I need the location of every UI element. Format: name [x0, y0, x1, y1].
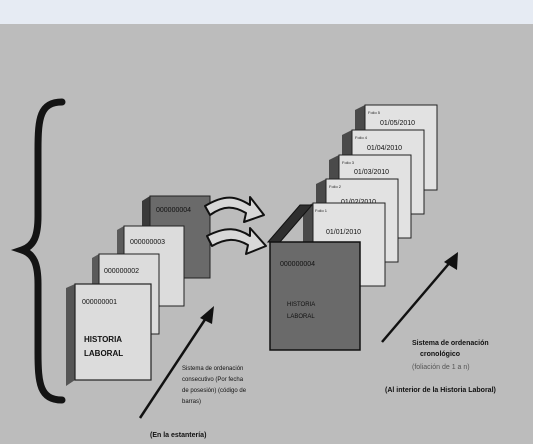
left-card-title-line-2: LABORAL: [84, 349, 123, 358]
upper-curved-arrow: [204, 196, 265, 223]
right-sheet-1-date: 01/01/2010: [326, 229, 361, 236]
right-folder-title-line-1: HISTORIA: [287, 302, 315, 308]
left-card-3-code: 000000003: [130, 239, 165, 246]
lower-curved-arrow: [206, 227, 267, 255]
right-caption-title-line-1: Sistema de ordenación: [412, 340, 489, 347]
right-sheet-3-tab: Folio 3: [342, 160, 355, 165]
right-sheet-4-date: 01/04/2010: [367, 145, 402, 152]
left-caption-line-1: Sistema de ordenación: [182, 366, 243, 372]
left-diagonal-arrow: [138, 306, 214, 419]
right-diagonal-arrow: [381, 252, 458, 343]
left-caption-location: (En la estantería): [150, 432, 206, 439]
right-stack: Folio 5 01/05/2010 Folio 4 01/04/2010 Fo…: [266, 104, 438, 351]
left-card-1-code: 000000001: [82, 299, 117, 306]
left-caption-line-3: de posesión) (código de: [182, 388, 247, 394]
right-caption: Sistema de ordenación cronológico (folia…: [385, 340, 496, 394]
right-sheet-5-tab: Folio 5: [368, 110, 381, 115]
right-sheet-4-tab: Folio 4: [355, 135, 368, 140]
right-caption-title-line-2: cronológico: [420, 351, 460, 358]
right-caption-location: (Al interior de la Historia Laboral): [385, 387, 496, 394]
right-sheet-1-tab: Folio 1: [315, 208, 328, 213]
top-strip: [0, 0, 533, 24]
left-card-4-code: 000000004: [156, 207, 191, 214]
left-caption-line-2: consecutivo (Por fecha: [182, 377, 244, 383]
left-caption: Sistema de ordenación consecutivo (Por f…: [150, 366, 247, 439]
right-folder-title-line-2: LABORAL: [287, 314, 315, 320]
curly-brace: [10, 98, 66, 404]
left-card-1: 000000001 HISTORIA LABORAL: [66, 283, 152, 386]
left-card-2-code: 000000002: [104, 268, 139, 275]
left-stack: 000000004 000000003 000000002 000000001 …: [66, 195, 211, 386]
right-sheet-3-date: 01/03/2010: [354, 169, 389, 176]
right-sheet-5-date: 01/05/2010: [380, 120, 415, 127]
right-caption-foliation: (foliación de 1 a n): [412, 364, 470, 371]
right-sheet-2-tab: Folio 2: [329, 184, 342, 189]
left-caption-line-4: barras): [182, 399, 201, 405]
left-card-title-line-1: HISTORIA: [84, 335, 122, 344]
connector-arrows: [204, 196, 267, 255]
right-folder-front: 000000004 HISTORIA LABORAL: [269, 241, 361, 351]
right-folder-code: 000000004: [280, 261, 315, 268]
